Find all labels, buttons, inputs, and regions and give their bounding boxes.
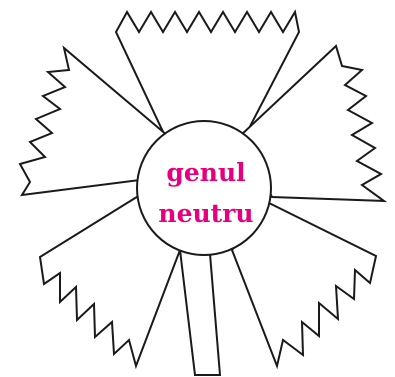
center-label-line2: neutru	[158, 199, 253, 228]
center-label-line1: genul	[166, 158, 245, 187]
center-circle	[137, 121, 271, 255]
petal-bottom	[180, 250, 220, 375]
